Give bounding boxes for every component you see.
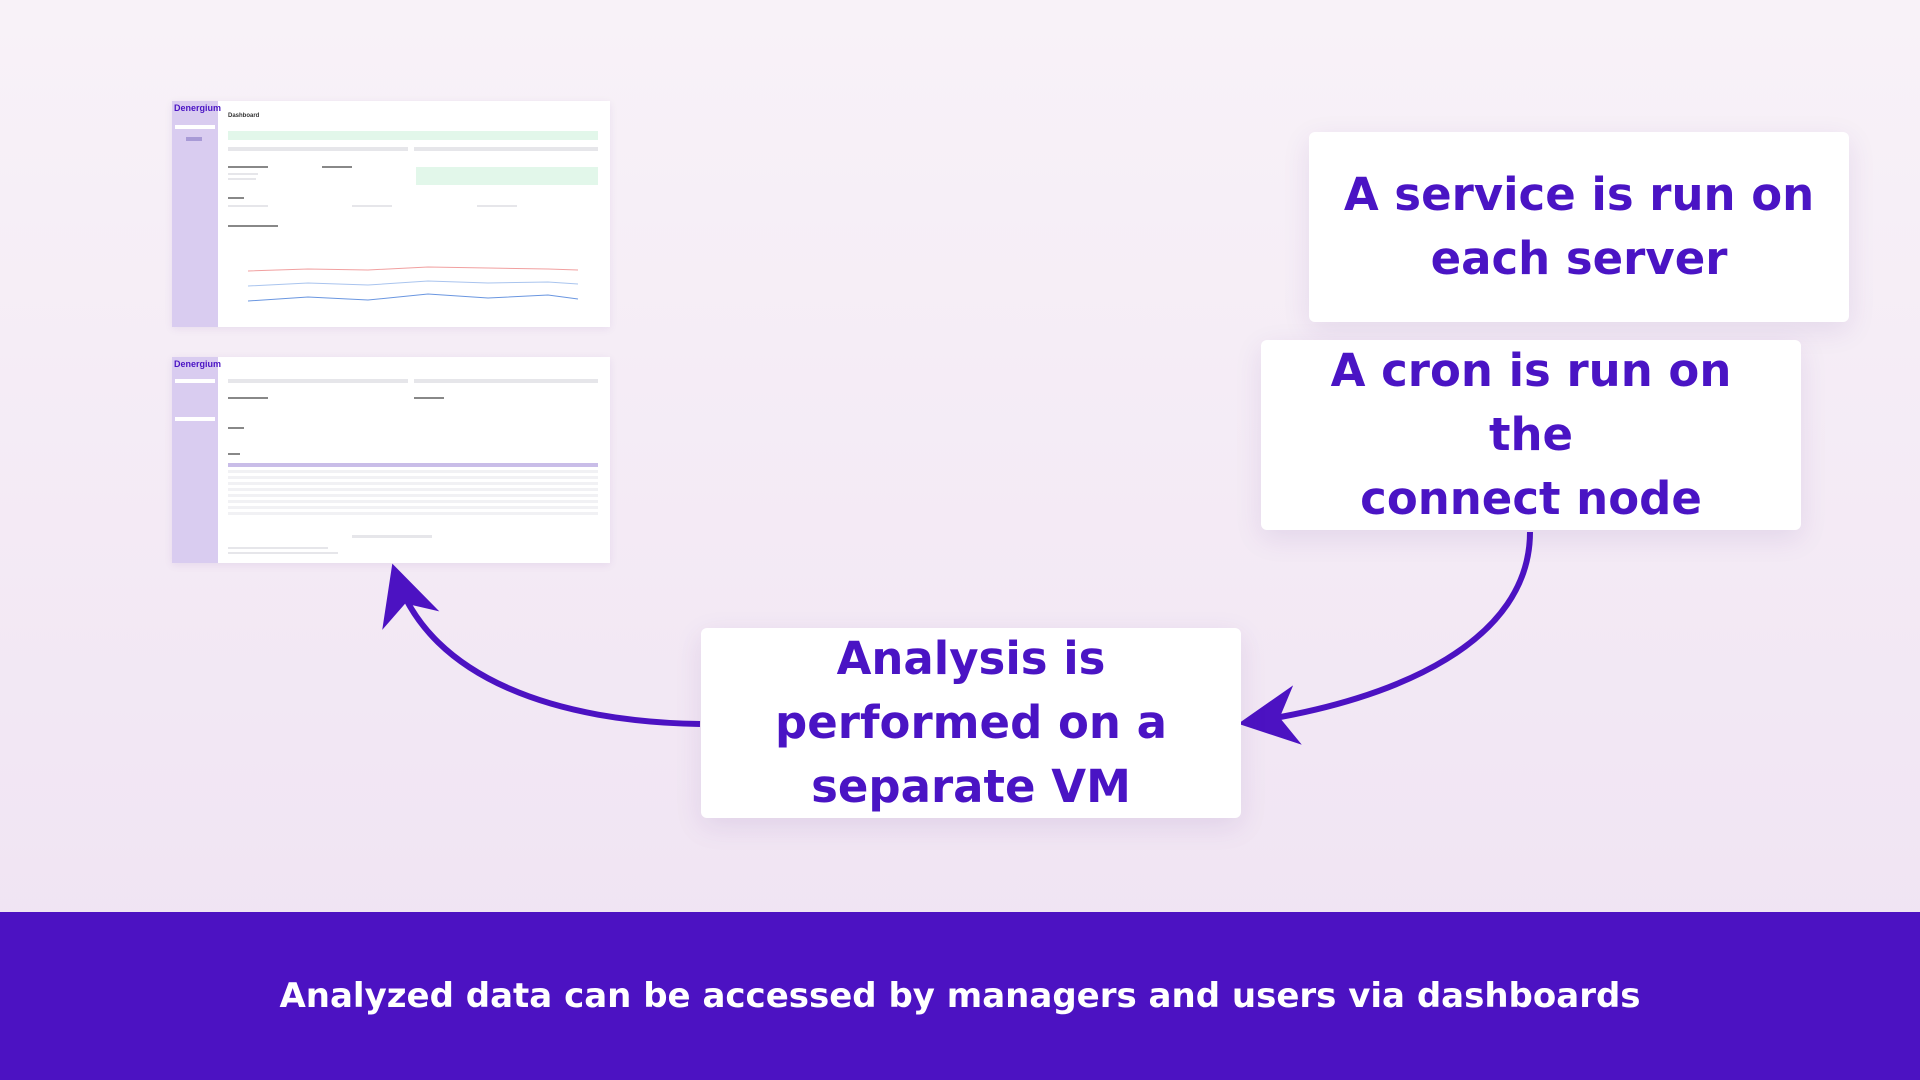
footer-text: Analyzed data can be accessed by manager… bbox=[279, 976, 1641, 1016]
dashboard-status-table bbox=[416, 167, 598, 185]
dashboard-filter-field bbox=[228, 147, 408, 151]
dashboard-sidebar-select bbox=[175, 125, 215, 129]
callout-line: each server bbox=[1430, 232, 1728, 285]
jobs-section-label bbox=[228, 427, 244, 429]
dashboard-text-line bbox=[352, 205, 392, 207]
cron-callout: A cron is run on the connect node bbox=[1261, 340, 1801, 530]
jobs-legend-line bbox=[228, 547, 328, 549]
jobs-sidebar-select bbox=[175, 379, 215, 383]
callout-line: Analysis is bbox=[836, 632, 1106, 685]
dashboard-text-line bbox=[228, 173, 258, 175]
table-row bbox=[228, 470, 598, 473]
arrow-analysis-to-dashboards bbox=[382, 563, 701, 727]
callout-line: separate VM bbox=[811, 760, 1131, 813]
table-row bbox=[228, 476, 598, 479]
jobs-sidebar bbox=[172, 357, 218, 563]
jobs-filter-field bbox=[228, 379, 408, 383]
dashboard-line-chart bbox=[247, 266, 579, 302]
arrow-cron-to-analysis bbox=[1238, 531, 1533, 745]
table-row bbox=[228, 482, 598, 485]
dashboard-section-label bbox=[322, 166, 352, 168]
dashboard-text-line bbox=[477, 205, 517, 207]
footer-banner: Analyzed data can be accessed by manager… bbox=[0, 912, 1920, 1080]
dashboard-sidebar-button bbox=[186, 137, 202, 141]
dashboard-brand-logo: Denergium bbox=[174, 103, 222, 113]
jobs-sidebar-select bbox=[175, 417, 215, 421]
table-row bbox=[228, 488, 598, 491]
service-callout: A service is run on each server bbox=[1309, 132, 1849, 322]
callout-line: A service is run on bbox=[1343, 168, 1815, 221]
jobs-section-label bbox=[228, 453, 240, 455]
jobs-section-label bbox=[228, 397, 268, 399]
analysis-callout: Analysis is performed on a separate VM bbox=[701, 628, 1241, 818]
jobs-screenshot: Denergium bbox=[172, 357, 610, 563]
dashboard-text-line bbox=[228, 205, 268, 207]
table-row bbox=[228, 506, 598, 509]
dashboard-text-line bbox=[228, 178, 256, 180]
jobs-brand-logo: Denergium bbox=[174, 359, 222, 369]
table-row bbox=[228, 512, 598, 515]
dashboard-screenshot: Denergium Dashboard bbox=[172, 101, 610, 327]
dashboard-section-label bbox=[228, 225, 278, 227]
jobs-section-label bbox=[414, 397, 444, 399]
callout-line: A cron is run on the bbox=[1330, 344, 1732, 461]
dashboard-section-label bbox=[228, 197, 244, 199]
callout-line: connect node bbox=[1360, 472, 1702, 525]
table-row bbox=[228, 500, 598, 503]
jobs-filter-field bbox=[414, 379, 598, 383]
jobs-pagination bbox=[352, 535, 432, 538]
jobs-table-header bbox=[228, 463, 598, 467]
dashboard-sidebar bbox=[172, 101, 218, 327]
callout-line: performed on a bbox=[775, 696, 1167, 749]
dashboard-page-title: Dashboard bbox=[228, 113, 260, 119]
table-row bbox=[228, 494, 598, 497]
jobs-legend-line bbox=[228, 552, 338, 554]
dashboard-section-label bbox=[228, 166, 268, 168]
dashboard-info-banner bbox=[228, 131, 598, 140]
dashboard-filter-field bbox=[414, 147, 598, 151]
